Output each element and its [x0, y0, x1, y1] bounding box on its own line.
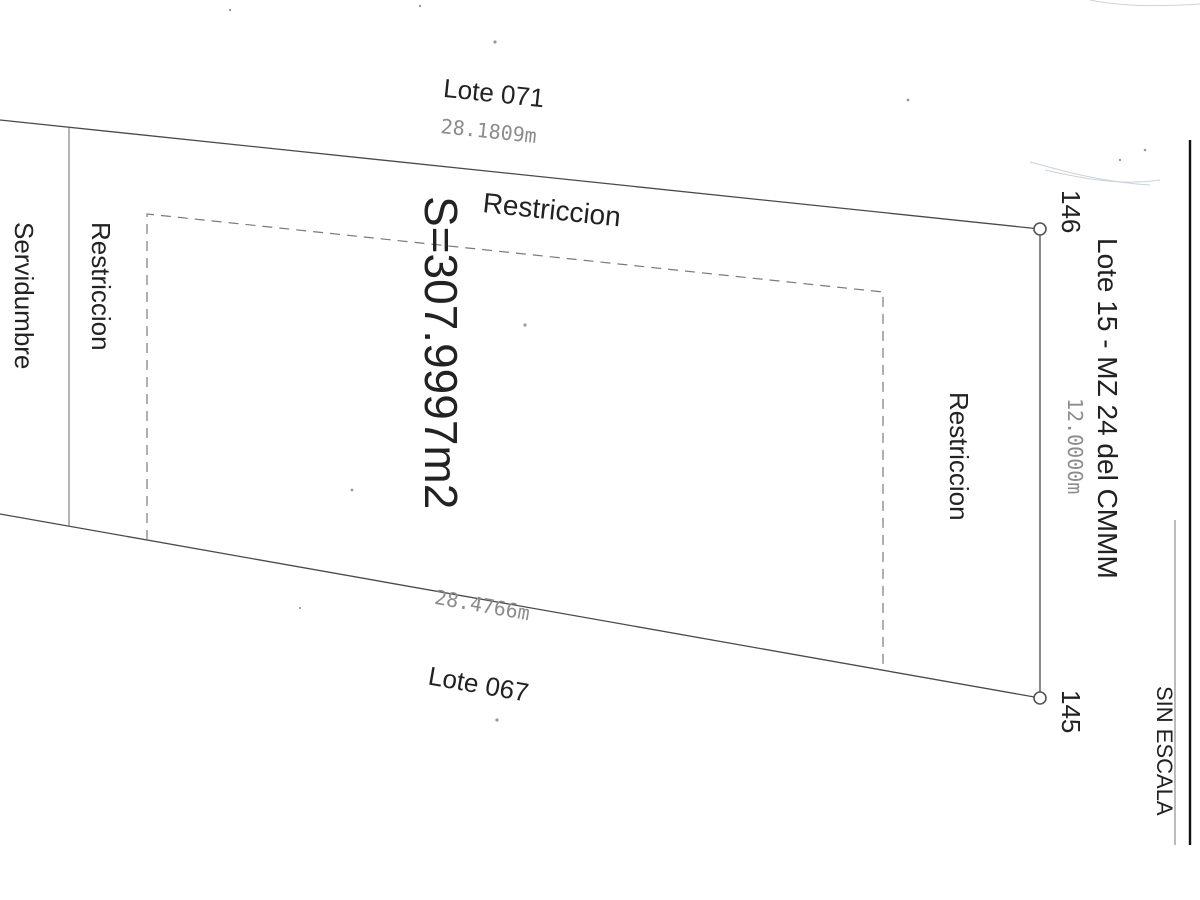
- bottom-edge-dimension: 28.4766m: [433, 585, 532, 625]
- vertex-146-label: 146: [1056, 190, 1086, 233]
- lot-bottom-edge: [0, 513, 1041, 699]
- scan-smudge: [1029, 0, 1200, 186]
- vertex-146-marker: [1033, 222, 1047, 236]
- vertex-145-label: 145: [1056, 690, 1086, 733]
- neighbor-bottom-label: Lote 067: [426, 661, 531, 708]
- neighbor-right-label: Lote 15 - MZ 24 del CMMM: [1092, 238, 1123, 579]
- restriction-outline: [146, 213, 884, 668]
- scale-note: SIN ESCALA: [1152, 686, 1177, 816]
- top-edge-dimension: 28.1809m: [440, 114, 538, 148]
- vertex-145-marker: [1033, 691, 1047, 705]
- lot-top-edge: [0, 119, 1041, 230]
- restriction-top-label: Restriccion: [481, 187, 622, 232]
- servitude-label: Servidumbre: [9, 222, 39, 369]
- right-edge-dimension: 12.0000m: [1063, 398, 1087, 494]
- restriction-left-label: Restriccion: [86, 222, 116, 351]
- scan-specks: [228, 4, 1147, 722]
- neighbor-top-label: Lote 071: [442, 73, 546, 113]
- area-label: S=307.9997m2: [415, 196, 467, 509]
- restriction-right-label: Restriccion: [944, 392, 974, 521]
